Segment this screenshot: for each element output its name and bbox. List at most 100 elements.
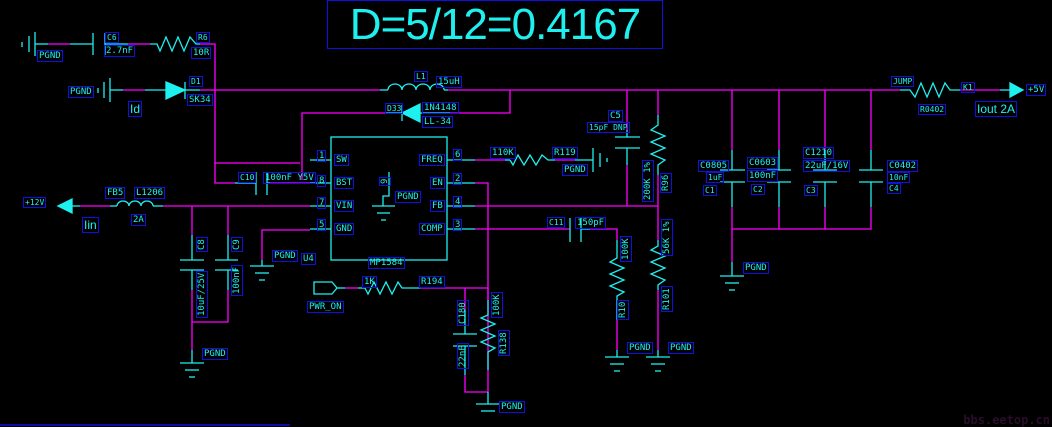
pgnd-label: PGND <box>37 50 63 62</box>
c9-ref: C9 <box>231 237 243 252</box>
r119-ref: R119 <box>552 147 578 159</box>
resistor-r10 <box>608 240 626 320</box>
fb5-ref: FB5 <box>105 187 126 199</box>
k1-label: K1 <box>961 82 975 93</box>
c10-ref: C10 <box>238 172 257 183</box>
c6-value: 2.7nF <box>104 45 136 57</box>
c2-package: C0603 <box>747 157 779 169</box>
c3-ref: C3 <box>804 185 818 196</box>
pin-number: 2 <box>453 173 463 185</box>
vin-port-arrow <box>56 197 73 215</box>
c11-ref: C11 <box>547 217 566 228</box>
pwr-on-port <box>313 281 338 295</box>
pin-number: 1 <box>317 150 327 162</box>
watermark: bbs.eetop.cn <box>963 413 1050 427</box>
c5-value: 15pF DNP <box>587 122 630 133</box>
c9-value: 100nF <box>231 264 243 296</box>
c4-ref: C4 <box>887 183 901 194</box>
components <box>21 32 1025 412</box>
u4-ref: U4 <box>301 253 316 265</box>
r10-ref: R10 <box>617 299 629 320</box>
vout-label: +5V <box>1026 84 1047 96</box>
r0402-label: R0402 <box>918 104 947 115</box>
pgnd-label: PGND <box>743 262 769 274</box>
resistor-r101 <box>649 240 667 290</box>
ferrite-bead-fb5 <box>116 200 154 207</box>
resistor-r6 <box>150 35 200 53</box>
r138-value: 100K <box>491 292 503 318</box>
pin-name-freq: FREQ <box>419 154 445 166</box>
c2-value: 100nF <box>747 170 779 182</box>
pin-name-vin: VIN <box>334 200 355 212</box>
iin-label: Iin <box>82 217 99 233</box>
pin-name-fb: FB <box>430 200 445 212</box>
r96-ref: R96 <box>660 172 672 193</box>
resistor-r96 <box>649 115 667 175</box>
pin-number: 5 <box>317 219 327 231</box>
vout-port-arrow <box>1009 81 1025 99</box>
diode-d1 <box>165 81 187 101</box>
diode-d33 <box>400 102 421 124</box>
c3-value: 22uF/16V <box>803 160 851 172</box>
r10-value: 100K <box>620 236 632 262</box>
pin-number: 3 <box>453 219 463 231</box>
resistor-r194 <box>364 280 420 296</box>
r101-value: 56K 1% <box>661 219 673 256</box>
d33-value: 1N4148 <box>422 102 459 114</box>
d1-value: SK34 <box>187 94 213 106</box>
pin-number: 6 <box>453 149 463 161</box>
pgnd-label: PGND <box>627 342 653 354</box>
pgnd-label: PGND <box>68 86 94 98</box>
pwr-on-label[interactable]: PWR_ON <box>307 301 344 313</box>
wires <box>48 43 1000 393</box>
pin-number: 4 <box>453 196 463 208</box>
id-current-label: Id <box>128 101 143 117</box>
pgnd-label: PGND <box>562 164 588 176</box>
ic-mp1584-body <box>330 136 448 261</box>
r194-value: 1K <box>362 276 377 288</box>
c4-package: C0402 <box>887 160 919 172</box>
pin-name-gnd: GND <box>334 223 355 235</box>
c8-ref: C8 <box>196 237 208 252</box>
c1-ref: C1 <box>703 185 717 196</box>
d1-ref: D1 <box>189 76 203 87</box>
c1-package: C0805 <box>698 160 730 172</box>
jumper-resistor <box>905 81 960 99</box>
fb5-package: L1206 <box>134 187 166 199</box>
d33-ref: D33 <box>385 103 404 114</box>
c8-value: 10uF/25V <box>196 270 208 318</box>
vin-label: +12V <box>23 197 47 208</box>
c6-ref: C6 <box>105 32 119 43</box>
resistor-r119 <box>509 153 555 167</box>
fb5-rating: 2A <box>131 214 146 226</box>
pin-number: 9 <box>379 176 391 186</box>
c4-value: 10nF <box>887 172 911 183</box>
r138-ref: R138 <box>498 330 510 356</box>
pgnd-label: PGND <box>202 348 228 360</box>
pin-name-bst: BST <box>334 177 355 189</box>
r119-value: 110K <box>490 147 516 159</box>
pgnd-label: PGND <box>499 401 525 413</box>
c180-value: 22nF <box>457 343 469 369</box>
duty-cycle-title: D=5/12=0.4167 <box>327 0 663 49</box>
ic-part-number: MP1584 <box>368 257 405 269</box>
c10-value: 100nF Y5V <box>263 172 316 184</box>
pgnd-label: PGND <box>272 250 298 262</box>
pin-name-sw: SW <box>334 154 349 166</box>
pin-name-comp: COMP <box>419 223 445 235</box>
c5-ref: C5 <box>608 110 623 122</box>
r96-value: 200K 1% <box>642 160 654 202</box>
jump-label: JUMP <box>891 76 915 87</box>
pin-number: 7 <box>317 197 327 209</box>
pin-name-en: EN <box>430 177 445 189</box>
iout-label: Iout 2A <box>975 101 1018 117</box>
c2-ref: C2 <box>751 184 765 195</box>
l1-ref: L1 <box>414 71 428 82</box>
pin-number: 8 <box>317 175 327 187</box>
r101-ref: R101 <box>661 286 673 312</box>
pgnd-label: PGND <box>668 342 694 354</box>
c180-ref: C180 <box>457 300 469 326</box>
r194-ref: R194 <box>419 276 445 288</box>
c3-package: C1210 <box>803 147 835 159</box>
